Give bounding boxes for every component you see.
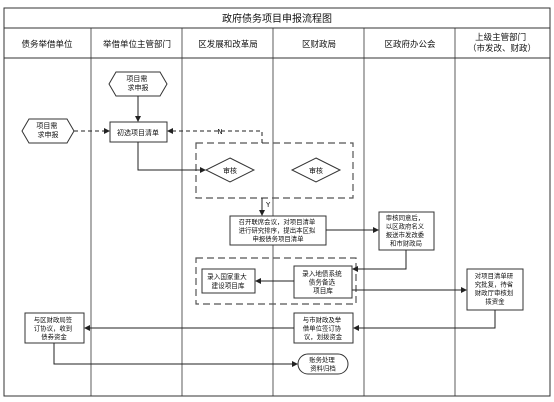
- lane-header-development-bureau: 区发展和改革局: [198, 39, 258, 50]
- need-apply-borrower-label: 项目需 求申报: [36, 122, 59, 139]
- national-project-library-node: [201, 268, 256, 294]
- edge-label-yes: Y: [265, 201, 271, 209]
- local-debt-library-label: 录入地债系统 债务备选 项目库: [302, 269, 344, 295]
- archive-terminator-label: 账务处理 资料归档: [309, 355, 337, 373]
- unit-agreement-node: [24, 312, 85, 344]
- joint-meeting-node: [229, 215, 327, 246]
- library-group-dashed: [195, 257, 357, 305]
- diagram-frame: [3, 7, 551, 397]
- lane-header-gov-office-meeting: 区政府办公会: [384, 39, 436, 50]
- edge-label-no: N: [217, 128, 222, 136]
- national-project-library-label: 录入国家重大 建设项目库: [207, 272, 249, 290]
- flow-connectors: [53, 96, 496, 367]
- lane-header-borrower: 债务举借单位: [21, 39, 73, 50]
- review-decision-2-label: 审核: [309, 166, 323, 175]
- review-decision-1-label: 审核: [223, 166, 237, 175]
- lane-header-finance-bureau: 区财政局: [302, 39, 336, 50]
- lane-dividers: [90, 28, 456, 396]
- gov-approval-node: [378, 211, 435, 251]
- city-agreement-label: 与市财政及举 借单位签订协 议，划拨资金: [303, 315, 343, 341]
- gov-approval-label: 审核同意后， 以区政府名义 报送市发改委 和市财政局: [386, 213, 426, 248]
- upper-dept-approval-node: [466, 268, 524, 311]
- review-decision-1: [204, 157, 256, 183]
- lane-header-competent-dept: 举借单位主管部门: [103, 39, 171, 50]
- city-agreement-node: [293, 312, 354, 344]
- unit-agreement-label: 与区财政局签 订协议，收到 债券资金: [34, 315, 74, 341]
- upper-dept-approval-label: 对项目清单研 究批复，待省 财政厅审核划 拨资金: [475, 271, 515, 306]
- initial-selection-label: 初选项目清单: [117, 128, 159, 137]
- diagram-title: 政府债务项目申报流程图: [222, 12, 332, 25]
- lane-header-upper-dept: 上级主管部门 （市发改、财政）: [468, 32, 536, 54]
- need-apply-borrower-node: [21, 118, 75, 144]
- review-decision-2: [290, 157, 342, 183]
- need-apply-dept-label: 项目需 求申报: [126, 75, 149, 92]
- need-apply-dept-node: [108, 71, 168, 97]
- joint-meeting-label: 召开联席会议，对项目清单 进行研究排序，提出本区拟 申报债务项目清单: [239, 217, 318, 243]
- archive-terminator-node: [297, 353, 349, 375]
- local-debt-library-node: [293, 265, 353, 299]
